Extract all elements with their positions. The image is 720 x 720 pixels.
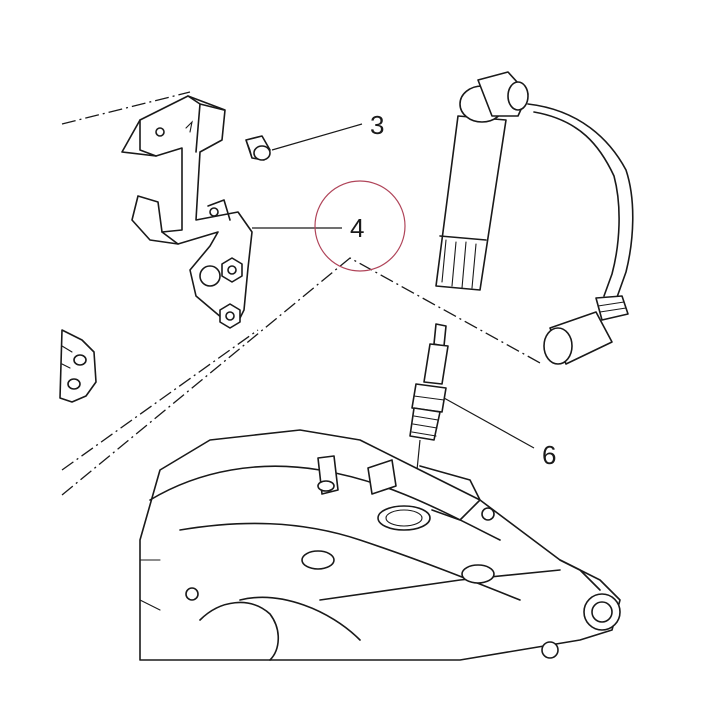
callout-6: 6 bbox=[542, 440, 556, 470]
leader-lines bbox=[252, 123, 535, 449]
highlight-circle bbox=[314, 180, 406, 272]
cylinder-head bbox=[139, 429, 621, 661]
ignition-coil bbox=[435, 71, 634, 365]
spark-plug bbox=[409, 323, 449, 501]
bracket-assembly bbox=[121, 95, 253, 329]
callout-3: 3 bbox=[370, 110, 384, 140]
callout-4: 4 bbox=[350, 213, 364, 243]
bolt bbox=[245, 135, 271, 161]
side-component bbox=[59, 329, 97, 403]
